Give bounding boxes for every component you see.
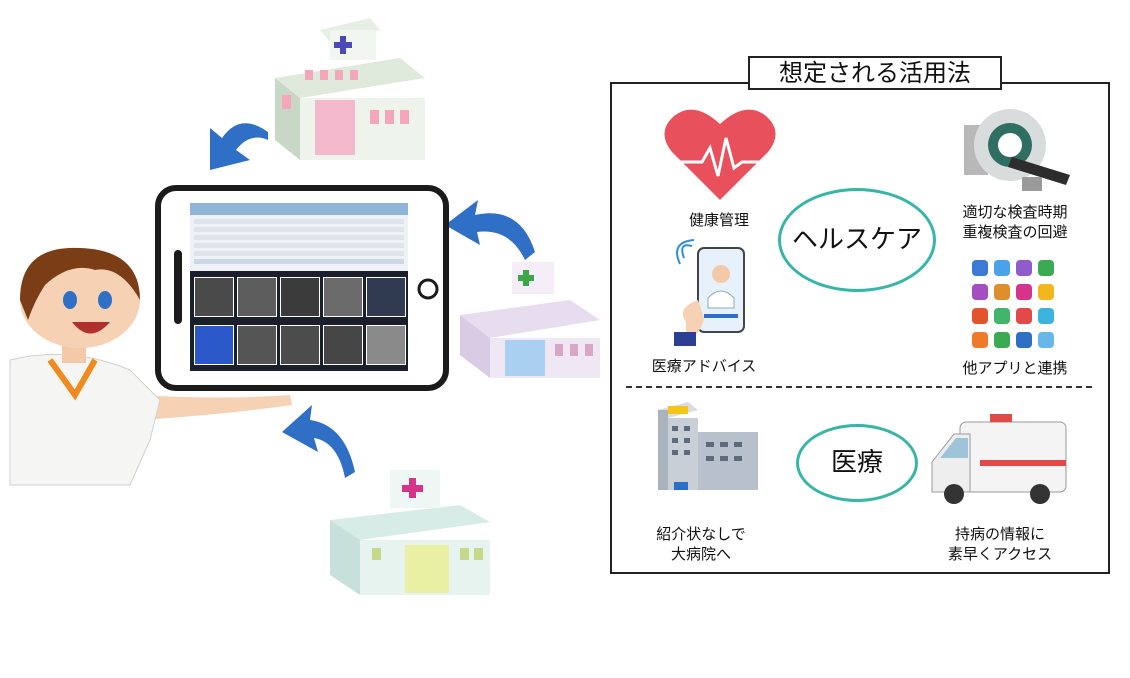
app-grid-icon xyxy=(972,260,1054,348)
label-health-management: 健康管理 xyxy=(688,211,749,229)
label-medical-advice: 医療アドバイス xyxy=(651,357,757,375)
hospital-icon-bottom xyxy=(330,470,490,595)
label-exam-timing: 適切な検査時期 xyxy=(962,203,1068,221)
label-duplicate-exam: 重複検査の回避 xyxy=(962,223,1068,241)
ct-scanner-icon xyxy=(964,109,1070,191)
label-referral-1: 紹介状なしで xyxy=(656,525,746,543)
ambulance-icon xyxy=(931,414,1067,504)
label-chronic-2: 素早くアクセス xyxy=(947,545,1053,563)
label-referral-2: 大病院へ xyxy=(670,545,731,563)
tablet-screen xyxy=(190,203,408,371)
curved-arrow-icon xyxy=(210,123,535,478)
healthcare-label: ヘルスケア xyxy=(791,225,922,255)
section-divider xyxy=(626,386,1092,388)
medical-oval: 医療 xyxy=(796,424,918,502)
heart-pulse-icon xyxy=(664,109,776,200)
healthcare-oval: ヘルスケア xyxy=(778,188,936,292)
character-avatar xyxy=(9,247,292,486)
hospital-icon-top xyxy=(275,18,425,160)
label-chronic-1: 持病の情報に xyxy=(954,525,1045,543)
hospital-icon-right xyxy=(460,262,600,378)
panel-title: 想定される活用法 xyxy=(748,56,1002,90)
medical-label: 医療 xyxy=(830,448,883,478)
screen-patient-list xyxy=(190,215,408,271)
screen-titlebar xyxy=(190,203,408,215)
smartphone-doctor-icon xyxy=(674,239,745,346)
large-hospital-icon xyxy=(658,402,758,490)
label-app-link: 他アプリと連携 xyxy=(962,359,1068,377)
